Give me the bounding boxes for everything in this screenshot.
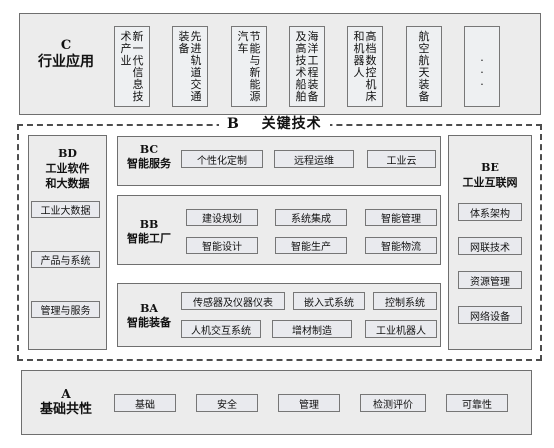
sector-ev: 节能与新能源汽车 bbox=[231, 26, 267, 107]
bb-title: 智能工厂 bbox=[127, 232, 171, 245]
a-item-foundation: 基础 bbox=[114, 394, 176, 412]
bd-code: BD bbox=[58, 147, 77, 160]
be-item-resource-management: 资源管理 bbox=[458, 271, 522, 289]
bb-item-construction-planning: 建设规划 bbox=[186, 209, 258, 226]
ba-item-control-system: 控制系统 bbox=[373, 292, 437, 310]
bd-heading: BD 工业软件 和大数据 bbox=[28, 146, 107, 191]
sector-list: 新一代信息技术产业先进轨道交通装备节能与新能源汽车海洋工程装备及高技术船舶高档数… bbox=[114, 26, 504, 107]
layer-a-heading: A 基础共性 bbox=[28, 386, 104, 418]
sector-line: 航空航天装备 bbox=[418, 30, 430, 103]
ba-item-embedded-system: 嵌入式系统 bbox=[293, 292, 365, 310]
sector-line: 和机器人 bbox=[353, 30, 365, 79]
sector-marine: 海洋工程装备及高技术船舶 bbox=[289, 26, 325, 107]
bb-item-system-integration: 系统集成 bbox=[275, 209, 347, 226]
sector-line: 装备 bbox=[178, 30, 190, 55]
bd-item-big-data: 工业大数据 bbox=[31, 201, 100, 218]
a-item-security: 安全 bbox=[196, 394, 258, 412]
be-item-architecture: 体系架构 bbox=[458, 203, 522, 221]
ba-item-hmi-system: 人机交互系统 bbox=[181, 320, 261, 338]
layer-c-title: 行业应用 bbox=[38, 54, 94, 70]
ba-code: BA bbox=[140, 302, 158, 315]
a-item-testing-evaluation: 检测评价 bbox=[360, 394, 426, 412]
sector-it: 新一代信息技术产业 bbox=[114, 26, 150, 107]
layer-c-panel bbox=[19, 13, 541, 115]
sector-aero: 航空航天装备 bbox=[406, 26, 442, 107]
be-code: BE bbox=[481, 161, 499, 174]
sector-cnc: 高档数控机床和机器人 bbox=[347, 26, 383, 107]
bc-code: BC bbox=[139, 143, 159, 156]
be-heading: BE 工业互联网 bbox=[448, 160, 532, 190]
bc-title: 智能服务 bbox=[127, 157, 171, 170]
bd-item-management-service: 管理与服务 bbox=[31, 301, 100, 318]
layer-c-heading: C 行业应用 bbox=[26, 38, 106, 70]
bb-code: BB bbox=[139, 218, 159, 231]
be-title: 工业互联网 bbox=[462, 176, 518, 189]
be-item-networking-tech: 网联技术 bbox=[458, 237, 522, 255]
bc-heading: BC 智能服务 bbox=[120, 143, 178, 171]
sector-line: 海洋工程装备 bbox=[307, 30, 319, 103]
ba-title: 智能装备 bbox=[127, 316, 171, 329]
ba-item-industrial-robot: 工业机器人 bbox=[365, 320, 437, 338]
layer-a-title: 基础共性 bbox=[39, 402, 92, 417]
sector-line: 及高技术船舶 bbox=[295, 30, 307, 103]
layer-b-title-bar: B 关键技术 bbox=[219, 115, 330, 133]
bb-item-smart-production: 智能生产 bbox=[275, 237, 347, 254]
bb-item-smart-design: 智能设计 bbox=[186, 237, 258, 254]
sector-line: 新一代信息技 bbox=[132, 30, 144, 103]
ba-heading: BA 智能装备 bbox=[120, 302, 178, 330]
sector-more: ··· bbox=[464, 26, 500, 107]
bd-title-line1: 工业软件 bbox=[45, 162, 90, 175]
layer-a-code: A bbox=[61, 387, 71, 401]
bb-item-smart-management: 智能管理 bbox=[365, 209, 437, 226]
bc-item-customization: 个性化定制 bbox=[181, 150, 263, 168]
bd-title-line2: 和大数据 bbox=[45, 177, 90, 190]
bb-heading: BB 智能工厂 bbox=[120, 218, 178, 246]
bc-item-industrial-cloud: 工业云 bbox=[367, 150, 436, 168]
ba-item-additive-manufacturing: 增材制造 bbox=[272, 320, 352, 338]
sector-line: 节能与新能源 bbox=[249, 30, 261, 103]
layer-b-code: B bbox=[227, 116, 240, 132]
sector-rail: 先进轨道交通装备 bbox=[172, 26, 208, 107]
layer-c-code: C bbox=[60, 38, 72, 53]
layer-b-title: 关键技术 bbox=[261, 116, 322, 132]
ba-item-sensors-instruments: 传感器及仪器仪表 bbox=[181, 292, 285, 310]
a-item-management: 管理 bbox=[278, 394, 340, 412]
sector-line: 术产业 bbox=[120, 30, 132, 67]
a-item-reliability: 可靠性 bbox=[446, 394, 508, 412]
bc-item-remote-maintenance: 远程运维 bbox=[274, 150, 354, 168]
bb-item-smart-logistics: 智能物流 bbox=[365, 237, 437, 254]
sector-line: ··· bbox=[480, 54, 484, 91]
sector-line: 先进轨道交通 bbox=[190, 30, 202, 103]
be-item-network-equipment: 网络设备 bbox=[458, 306, 522, 324]
sector-line: 汽车 bbox=[237, 30, 249, 55]
sector-line: 高档数控机床 bbox=[365, 30, 377, 103]
bd-item-product-system: 产品与系统 bbox=[31, 251, 100, 268]
